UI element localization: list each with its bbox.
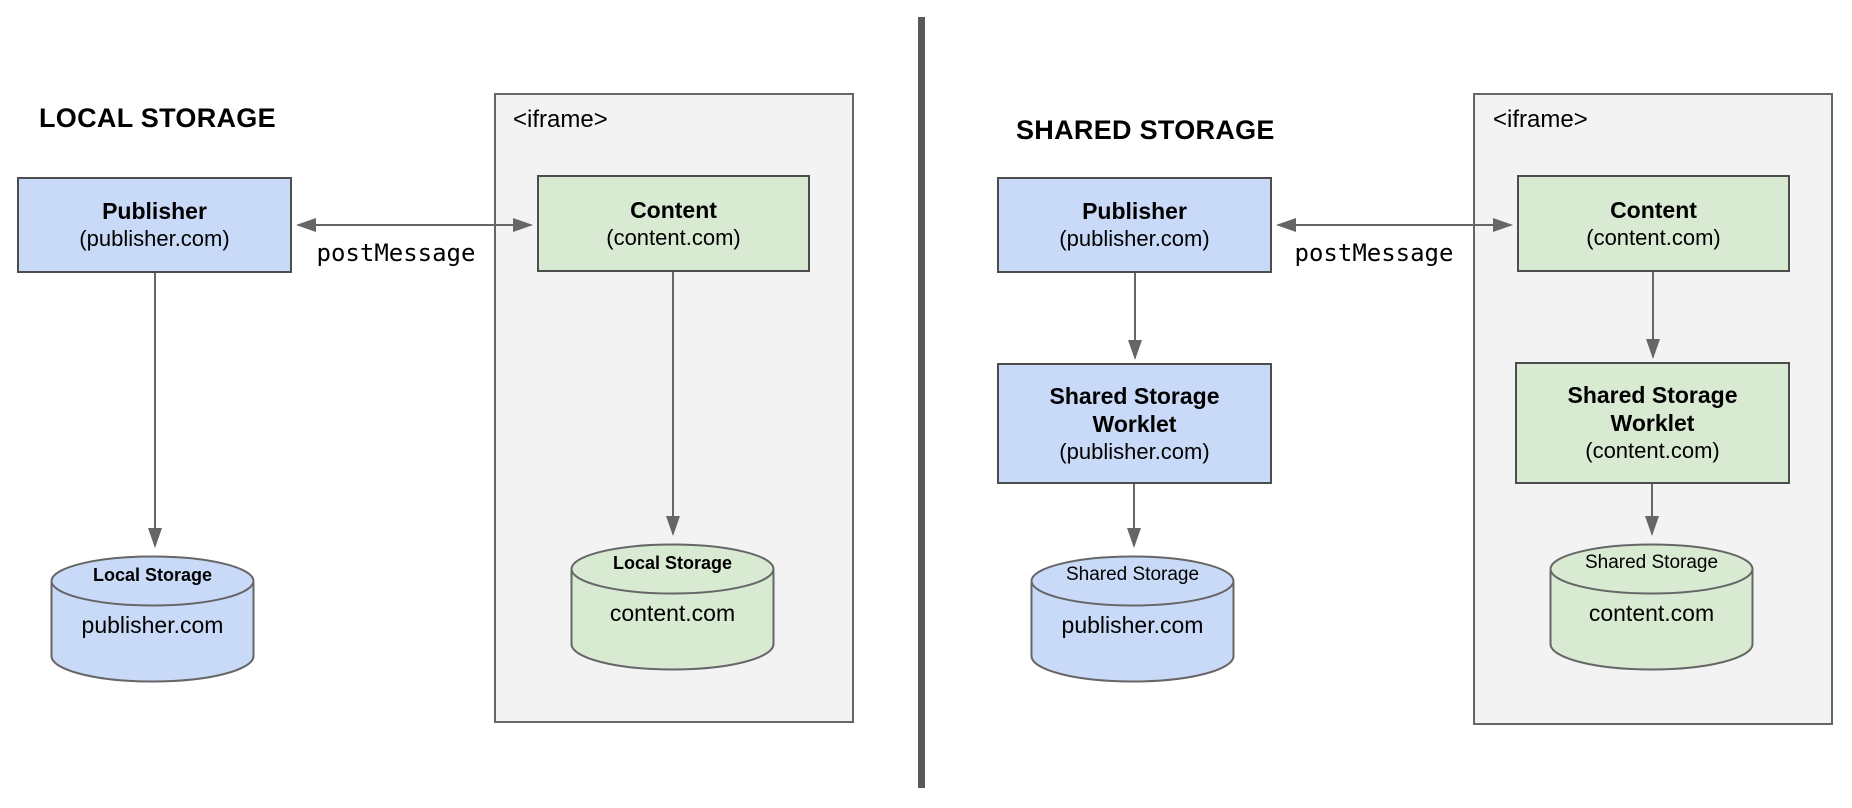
local-content-subtitle: (content.com)	[606, 224, 741, 250]
worklet-subtitle: (publisher.com)	[1059, 438, 1210, 464]
shared-content-title: Content	[1610, 196, 1697, 223]
shared-publisher-subtitle: (publisher.com)	[1059, 226, 1210, 251]
shared-publisher-title: Publisher	[1082, 198, 1187, 224]
local-publisher-title: Publisher	[102, 198, 207, 224]
local-content-storage-cylinder: Local Storage content.com	[570, 543, 775, 671]
worklet-title: Shared Storage Worklet	[1049, 382, 1220, 437]
storage-type-label: Local Storage	[92, 565, 213, 585]
worklet-title: Shared Storage Worklet	[1567, 382, 1738, 436]
shared-publisher-worklet-node: Shared Storage Worklet (publisher.com)	[997, 363, 1272, 484]
local-publisher-node: Publisher (publisher.com)	[17, 177, 292, 273]
cylinder-shape	[50, 555, 255, 683]
shared-content-subtitle: (content.com)	[1586, 224, 1721, 250]
shared-iframe-label: <iframe>	[1493, 106, 1588, 133]
shared-publisher-storage-cylinder: Shared Storage publisher.com	[1030, 555, 1235, 683]
storage-type-label: Local Storage	[612, 553, 733, 573]
local-storage-panel-title: LOCAL STORAGE	[39, 103, 276, 133]
local-content-title: Content	[630, 196, 717, 223]
shared-postmessage-label: postMessage	[1294, 239, 1454, 267]
storage-domain-label: publisher.com	[81, 612, 224, 638]
local-postmessage-label: postMessage	[316, 239, 476, 267]
shared-content-worklet-node: Shared Storage Worklet (content.com)	[1515, 362, 1790, 484]
shared-storage-panel-title: SHARED STORAGE	[1016, 115, 1275, 145]
storage-domain-label: publisher.com	[1061, 612, 1204, 638]
shared-content-node: Content (content.com)	[1517, 175, 1790, 272]
cylinder-shape	[570, 543, 775, 671]
panel-divider	[918, 17, 925, 788]
storage-type-label: Shared Storage	[1065, 564, 1200, 585]
storage-domain-label: content.com	[609, 600, 736, 626]
storage-domain-label: content.com	[1588, 600, 1715, 626]
storage-type-label: Shared Storage	[1584, 552, 1719, 573]
local-publisher-storage-cylinder: Local Storage publisher.com	[50, 555, 255, 683]
shared-content-storage-cylinder: Shared Storage content.com	[1549, 543, 1754, 671]
worklet-subtitle: (content.com)	[1585, 438, 1720, 463]
local-content-node: Content (content.com)	[537, 175, 810, 272]
cylinder-shape	[1030, 555, 1235, 683]
shared-publisher-node: Publisher (publisher.com)	[997, 177, 1272, 273]
local-publisher-subtitle: (publisher.com)	[79, 226, 230, 251]
local-iframe-label: <iframe>	[513, 106, 608, 133]
cylinder-shape	[1549, 543, 1754, 671]
